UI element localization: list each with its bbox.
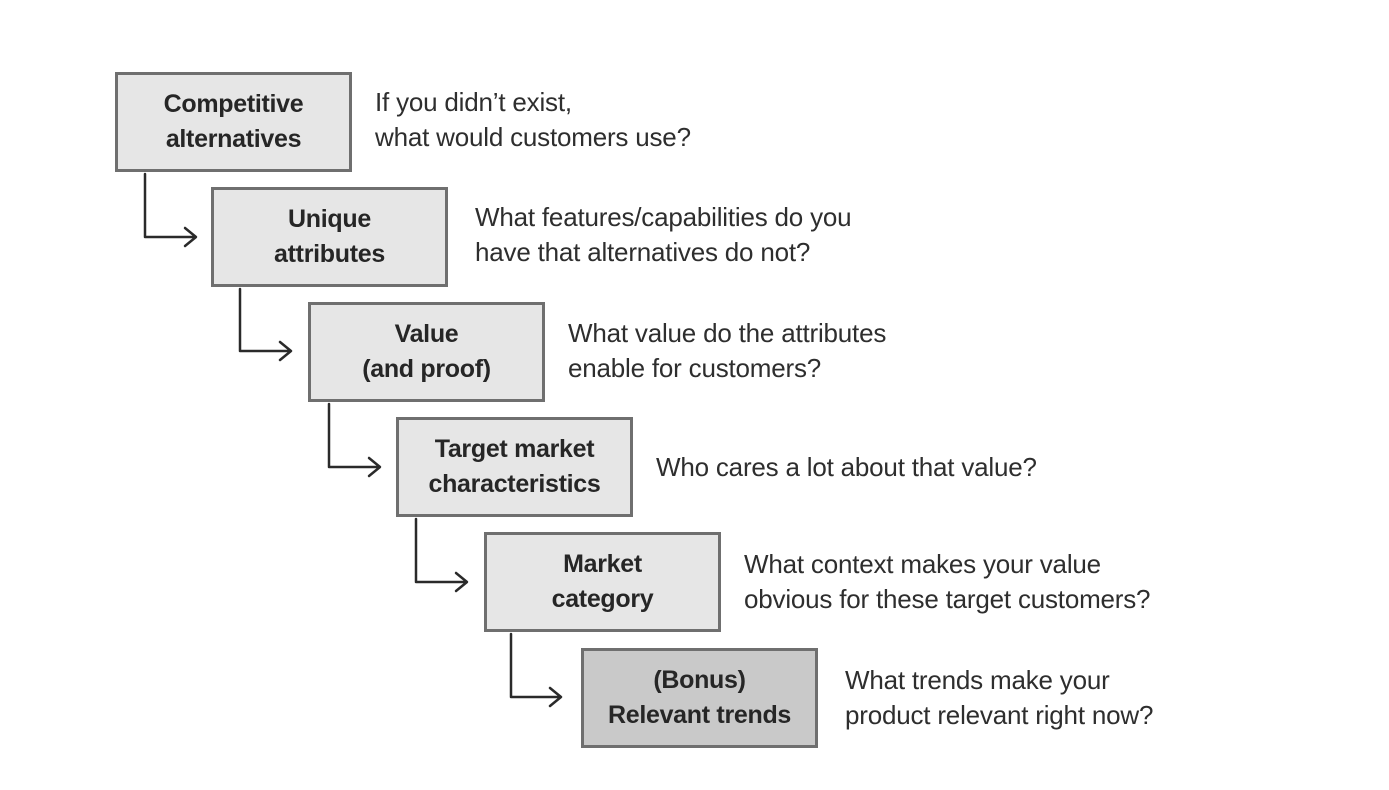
step-title-line: (Bonus) bbox=[653, 666, 746, 694]
connector-arrow-3 bbox=[327, 402, 382, 478]
step-title-line: Target market bbox=[434, 435, 595, 463]
connector-arrow-5 bbox=[509, 632, 563, 708]
step-title-line: alternatives bbox=[165, 125, 302, 153]
question-line: enable for customers? bbox=[568, 353, 822, 383]
step-box-competitive-alternatives: Competitive alternatives bbox=[115, 72, 352, 172]
connector-arrow-1 bbox=[143, 172, 198, 248]
step-title-line: Value bbox=[394, 320, 459, 348]
step-box-target-market: Target market characteristics bbox=[396, 417, 633, 517]
question-line: If you didn’t exist, bbox=[375, 87, 572, 117]
connector-arrow-2 bbox=[238, 287, 293, 362]
question-line: obvious for these target customers? bbox=[744, 584, 1151, 614]
step-question-unique-attributes: What features/capabilities do you have t… bbox=[475, 200, 852, 270]
step-question-target-market: Who cares a lot about that value? bbox=[656, 450, 1037, 485]
step-box-relevant-trends: (Bonus) Relevant trends bbox=[581, 648, 818, 748]
step-question-value: What value do the attributes enable for … bbox=[568, 316, 886, 386]
step-box-market-category: Market category bbox=[484, 532, 721, 632]
question-line: What value do the attributes bbox=[568, 318, 887, 348]
step-title-line: Competitive bbox=[163, 90, 304, 118]
step-box-unique-attributes: Unique attributes bbox=[211, 187, 448, 287]
step-title-line: attributes bbox=[274, 240, 385, 268]
question-line: What context makes your value bbox=[744, 549, 1101, 579]
question-line: what would customers use? bbox=[375, 122, 691, 152]
step-title-line: Relevant trends bbox=[607, 701, 792, 729]
step-question-relevant-trends: What trends make your product relevant r… bbox=[845, 663, 1153, 733]
step-box-value: Value (and proof) bbox=[308, 302, 545, 402]
question-line: product relevant right now? bbox=[845, 700, 1154, 730]
step-question-competitive-alternatives: If you didn’t exist, what would customer… bbox=[375, 85, 691, 155]
question-line: have that alternatives do not? bbox=[475, 237, 811, 267]
step-title-line: (and proof) bbox=[362, 355, 491, 383]
question-line: Who cares a lot about that value? bbox=[656, 452, 1037, 482]
step-title-line: Market bbox=[563, 550, 642, 578]
step-title-line: category bbox=[551, 585, 654, 613]
question-line: What features/capabilities do you bbox=[475, 202, 852, 232]
question-line: What trends make your bbox=[845, 665, 1110, 695]
step-title-line: Unique bbox=[288, 205, 371, 233]
connector-arrow-4 bbox=[414, 517, 469, 593]
step-question-market-category: What context makes your value obvious fo… bbox=[744, 547, 1151, 617]
step-title-line: characteristics bbox=[428, 470, 601, 498]
